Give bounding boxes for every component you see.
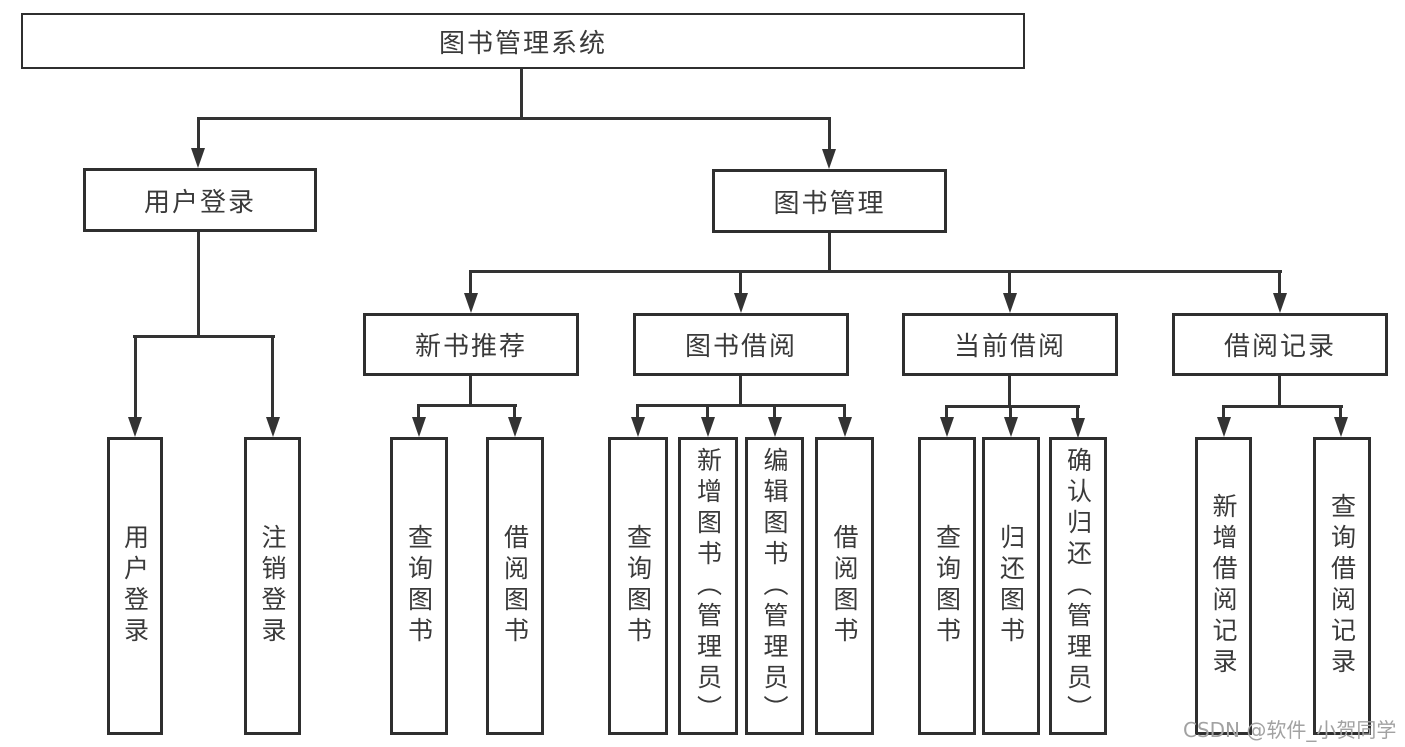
leaf-return-books-label: 归还图书 [996,524,1026,648]
leaf-query-borrow-record: 查询借阅记录 [1313,437,1371,735]
leaf-user-login-label: 用户登录 [120,524,150,648]
leaf-add-borrow-record-label: 新增借阅记录 [1209,493,1238,679]
node-user-login-label: 用户登录 [143,187,256,218]
node-user-login: 用户登录 [83,168,317,232]
leaf-add-borrow-record: 新增借阅记录 [1195,437,1252,735]
connector-line [773,404,776,419]
connector-user-login-stub [197,232,200,338]
connector-line [636,404,639,419]
arrow-down-icon [1003,293,1017,313]
node-book-borrowing-label: 图书借阅 [684,332,797,362]
connector-to-new-book [469,270,472,295]
leaf-add-books-admin: 新增图书（管理员） [678,437,738,735]
arrow-down-icon [838,417,852,437]
node-current-borrowing-label: 当前借阅 [953,332,1066,362]
node-book-borrowing: 图书借阅 [633,313,849,376]
connector-to-user-login [197,117,200,149]
leaf-edit-books-admin: 编辑图书（管理员） [745,437,804,735]
arrow-down-icon [1217,417,1231,437]
connector-line [706,404,709,419]
connector-root-stub [520,69,523,118]
leaf-borrow-books-1: 借阅图书 [486,437,544,735]
csdn-watermark: CSDN @软件_小贺同学 [1183,718,1397,742]
arrow-down-icon [266,417,280,437]
leaf-query-borrow-record-label: 查询借阅记录 [1327,493,1357,679]
leaf-add-books-admin-label: 新增图书（管理员） [693,446,723,726]
connector-book-borrowing-splitter [636,404,846,407]
arrow-down-icon [464,293,478,313]
leaf-logout-label: 注销登录 [258,524,287,648]
connector-line [843,404,846,419]
connector-borrowing-records-splitter [1222,405,1343,408]
node-new-book-recommend-label: 新书推荐 [414,332,527,362]
leaf-query-books-3-label: 查询图书 [932,524,962,648]
arrow-down-icon [191,148,205,168]
connector-new-book-splitter [417,404,517,407]
leaf-confirm-return-admin-label: 确认归还（管理员） [1063,446,1093,726]
leaf-query-books-2: 查询图书 [608,437,668,735]
arrow-down-icon [412,417,426,437]
arrow-down-icon [128,417,142,437]
leaf-user-login: 用户登录 [107,437,163,735]
arrow-down-icon [508,417,522,437]
node-root-library-system: 图书管理系统 [21,13,1025,69]
arrow-down-icon [1334,417,1348,437]
node-borrowing-records-label: 借阅记录 [1223,332,1336,362]
connector-level3-splitter [469,270,1282,273]
arrow-down-icon [940,417,954,437]
connector-line [513,404,516,419]
leaf-confirm-return-admin: 确认归还（管理员） [1049,437,1107,735]
arrow-down-icon [701,417,715,437]
connector-line [945,405,948,419]
leaf-query-books-3: 查询图书 [918,437,976,735]
leaf-borrow-books-2-label: 借阅图书 [830,524,859,648]
connector-line [1009,405,1012,419]
connector-book-borrowing-stub [739,376,742,407]
arrow-down-icon [1071,418,1085,438]
connector-line [1339,405,1342,419]
leaf-return-books: 归还图书 [982,437,1040,735]
connector-borrowing-records-stub [1278,376,1281,408]
connector-line [1076,405,1079,419]
connector-to-borrowing-records [1278,270,1281,295]
arrow-down-icon [1004,417,1018,437]
connector-book-management-stub [828,233,831,273]
leaf-query-books-1-label: 查询图书 [404,524,434,648]
connector-line [417,404,420,419]
connector-to-current-borrowing [1008,270,1011,295]
leaf-edit-books-admin-label: 编辑图书（管理员） [760,446,789,726]
node-borrowing-records: 借阅记录 [1172,313,1388,376]
arrow-down-icon [631,417,645,437]
connector-to-leaf-logout [271,335,274,419]
connector-to-leaf-user-login [134,335,137,419]
connector-current-borrowing-splitter [945,405,1080,408]
connector-line [1222,405,1225,419]
connector-to-book-management [828,117,831,149]
connector-to-book-borrowing [739,270,742,295]
node-new-book-recommend: 新书推荐 [363,313,579,376]
arrow-down-icon [1273,293,1287,313]
node-root-label: 图书管理系统 [438,28,607,59]
arrow-down-icon [768,417,782,437]
leaf-logout: 注销登录 [244,437,301,735]
node-book-management-label: 图书管理 [773,188,886,219]
node-current-borrowing: 当前借阅 [902,313,1118,376]
connector-new-book-stub [469,376,472,407]
leaf-query-books-2-label: 查询图书 [623,524,653,648]
connector-level2-splitter [197,117,830,120]
node-book-management: 图书管理 [712,169,947,233]
leaf-query-books-1: 查询图书 [390,437,448,735]
connector-user-login-splitter [133,335,275,338]
connector-current-borrowing-stub [1008,376,1011,408]
arrow-down-icon [822,149,836,169]
arrow-down-icon [734,293,748,313]
leaf-borrow-books-1-label: 借阅图书 [500,524,530,648]
leaf-borrow-books-2: 借阅图书 [815,437,874,735]
